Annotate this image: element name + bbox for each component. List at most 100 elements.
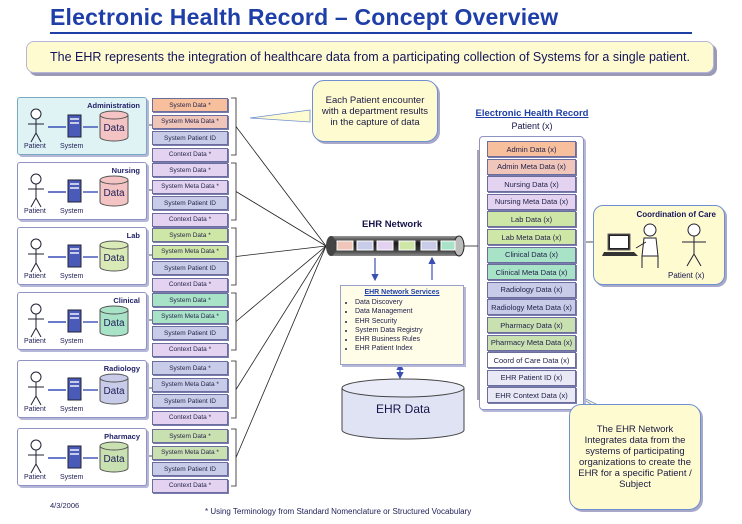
system-name: Clinical (113, 296, 140, 305)
system-name: Administration (87, 101, 140, 110)
system-field: System Data * (152, 163, 228, 177)
system-field: System Meta Data * (152, 114, 228, 129)
title-underline (50, 32, 692, 34)
system-field: System Patient ID (152, 261, 228, 276)
ehr-field: Pharmacy Data (x) (487, 317, 576, 333)
ehr-field: Lab Data (x) (487, 211, 576, 228)
system-field: Context Data * (152, 212, 228, 227)
system-field: Context Data * (152, 478, 228, 493)
system-link (235, 245, 327, 322)
system-field: Context Data * (152, 147, 228, 162)
services-list: Data DiscoveryData ManagementEHR Securit… (347, 298, 463, 354)
patient-system-data-icon (28, 108, 129, 143)
patient-system-data-icon (28, 173, 129, 208)
network-label: EHR Network (362, 219, 423, 230)
patient-label: Patient (24, 338, 46, 345)
system-fields: System Data *System Meta Data *System Pa… (152, 429, 228, 495)
system-label: System (60, 273, 84, 280)
system-link (235, 245, 327, 257)
system-link (235, 245, 327, 458)
system-field: System Meta Data * (152, 179, 228, 194)
system-fields: System Data * System Meta Data * System Pa… (152, 163, 228, 229)
system-fields: System Data *System Meta Data *System Pa… (152, 98, 228, 164)
ehr-field: Coord of Care Data (x) (487, 352, 576, 369)
system-field: System Patient ID (152, 196, 228, 211)
system-label: System (60, 208, 84, 215)
ehr-title: Electronic Health Record (475, 108, 589, 119)
system-fields: System Data * System Meta Data * System Pa… (152, 361, 228, 427)
ehr-subtitle: Patient (x) (511, 121, 553, 131)
system-field: System Data * (152, 429, 228, 443)
ehr-data-store (341, 378, 465, 440)
ehr-record-fields: Admin Data (x)Admin Meta Data (x)Nursing… (479, 136, 584, 410)
ehr-field: Nursing Meta Data (x) (487, 193, 576, 210)
system-field: System Patient ID (152, 326, 228, 341)
system-bracket (231, 162, 237, 221)
date-label: 4/3/2006 (50, 501, 80, 510)
system-label: System (60, 143, 84, 150)
network-services: EHR Network Services Data DiscoveryData … (340, 285, 464, 365)
data-store-label: Data (103, 318, 125, 329)
service-item: System Data Registry (355, 326, 463, 335)
system-field: System Meta Data * (152, 377, 228, 392)
system-field: Context Data * (152, 342, 228, 357)
coordination-of-care: Coordination of Care Patient (x) (593, 205, 725, 285)
ehr-data-label: EHR Data (375, 402, 431, 416)
footnote: * Using Terminology from Standard Nomenc… (205, 507, 472, 516)
system-bracket (231, 227, 237, 286)
system-label: System (60, 474, 84, 481)
ehr-field: Admin Data (x) (487, 141, 576, 157)
patient-label: Patient (24, 208, 46, 215)
system-bracket (231, 360, 237, 419)
network-bus (326, 235, 465, 257)
service-item: Data Management (355, 307, 463, 316)
ehr-field: Nursing Data (x) (487, 176, 576, 193)
ehr-field: Pharmacy Meta Data (x) (487, 334, 576, 351)
system-field: Context Data * (152, 277, 228, 292)
data-store-label: Data (103, 123, 125, 134)
system-name: Pharmacy (104, 432, 140, 441)
service-item: EHR Patient Index (355, 344, 463, 353)
patient-label: Patient (24, 143, 46, 150)
service-item: EHR Security (355, 317, 463, 326)
system-bracket (231, 428, 237, 487)
patient-system-data-icon (28, 439, 129, 474)
system-bracket (231, 292, 237, 351)
patient-label: Patient (24, 406, 46, 413)
coordination-title: Coordination of Care (636, 210, 716, 219)
ehr-field: Radiology Meta Data (x) (487, 299, 576, 316)
data-store-label: Data (103, 386, 125, 397)
system-link (235, 191, 327, 247)
system-field: System Patient ID (152, 394, 228, 409)
ehr-field: Clinical Data (x) (487, 246, 576, 263)
system-field: System Meta Data * (152, 244, 228, 259)
system-name: Lab (126, 231, 140, 240)
ehr-field: EHR Patient ID (x) (487, 369, 576, 386)
data-store-label: Data (103, 253, 125, 264)
page-title: Electronic Health Record – Concept Overv… (50, 4, 559, 30)
system-name: Radiology (103, 364, 140, 373)
ehr-field: Radiology Data (x) (487, 281, 576, 298)
ehr-field: Clinical Meta Data (x) (487, 264, 576, 281)
patient-label: Patient (24, 273, 46, 280)
coordination-patient: Patient (x) (668, 271, 705, 280)
system-label: System (60, 338, 84, 345)
system-field: System Meta Data * (152, 309, 228, 324)
services-heading: EHR Network Services (364, 289, 440, 296)
clinician-laptop-icon (602, 223, 706, 268)
system-field: System Data * (152, 361, 228, 375)
ehr-field: Lab Meta Data (x) (487, 229, 576, 245)
system-field: System Data * (152, 228, 228, 242)
system-link (235, 126, 327, 247)
ehr-field: EHR Context Data (x) (487, 387, 576, 404)
network-callout: The EHR Network Integrates data from the… (569, 404, 701, 510)
system-field: Context Data * (152, 410, 228, 425)
service-item: Data Discovery (355, 298, 463, 307)
patient-label: Patient (24, 474, 46, 481)
system-name: Nursing (111, 166, 140, 175)
